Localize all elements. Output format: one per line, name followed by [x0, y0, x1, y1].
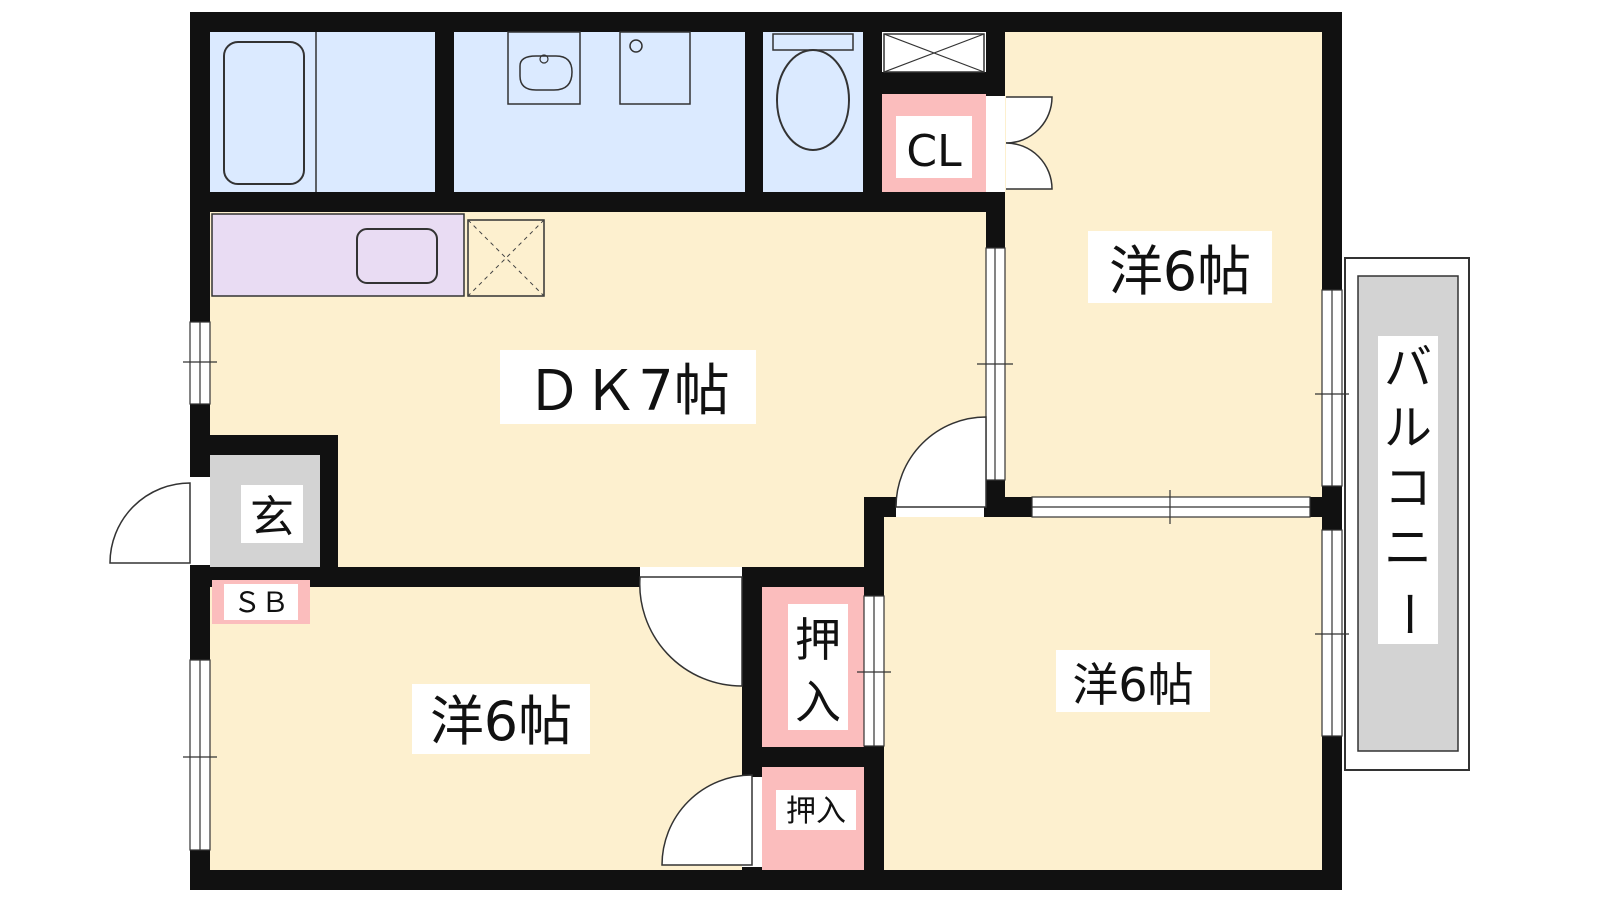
oshiire-sliding-door: [857, 595, 891, 747]
door-oshiire-small: [661, 774, 762, 867]
door-dk-southwest: [639, 567, 743, 687]
balcony-char-2: ル: [1384, 400, 1432, 456]
door-dk-southeast: [895, 416, 987, 517]
washroom-floor: [454, 32, 745, 192]
partition-north-southeast: [1031, 490, 1311, 524]
label-oshiire-small: 押入: [776, 790, 856, 830]
bathtub: [223, 32, 317, 192]
label-balcony: バ ル コ ニ ー: [1378, 336, 1438, 644]
bathroom-floor: [210, 32, 435, 192]
entrance-door: [109, 477, 210, 565]
room-label-western-southwest: 洋6帖: [430, 690, 572, 753]
label-shoe-box: ＳＢ: [212, 580, 310, 624]
label-western-southeast: 洋6帖: [1056, 650, 1210, 712]
east-window-south: [1315, 529, 1349, 737]
partition-dk-north: [977, 247, 1013, 481]
balcony-char-3: コ: [1384, 460, 1432, 516]
room-label-western-north: 洋6帖: [1109, 240, 1251, 303]
washbasin: [507, 31, 691, 105]
label-dk: ＤＫ7帖: [500, 350, 756, 424]
room-label-oshiire-large-1: 押: [795, 613, 841, 667]
room-label-western-southeast: 洋6帖: [1072, 658, 1193, 712]
balcony-char-1: バ: [1384, 340, 1432, 396]
sw-window: [183, 659, 217, 851]
room-label-oshiire-small: 押入: [786, 794, 846, 829]
balcony-char-4: ニ: [1384, 520, 1432, 576]
vent-box: [883, 33, 985, 73]
east-window-north: [1315, 289, 1349, 487]
closet-door: [986, 96, 1053, 192]
kitchen-counter: [211, 213, 545, 297]
room-label-closet: CL: [906, 126, 962, 177]
room-label-oshiire-large-2: 入: [795, 675, 841, 729]
label-oshiire-large: 押 入: [788, 604, 848, 730]
room-label-entrance: 玄: [250, 492, 294, 543]
room-label-shoe-box: ＳＢ: [233, 586, 289, 619]
label-entrance: 玄: [241, 485, 303, 543]
toilet: [772, 33, 854, 151]
label-closet: CL: [896, 116, 972, 178]
room-label-dk: ＤＫ7帖: [526, 359, 730, 424]
label-western-southwest: 洋6帖: [412, 684, 590, 754]
dk-window: [183, 321, 217, 405]
toilet-floor: [763, 32, 863, 192]
label-western-north: 洋6帖: [1088, 231, 1272, 303]
balcony-char-5: ー: [1380, 590, 1436, 638]
